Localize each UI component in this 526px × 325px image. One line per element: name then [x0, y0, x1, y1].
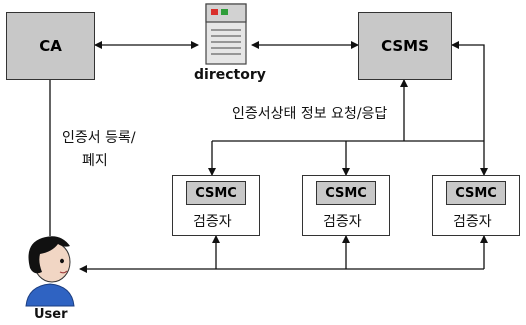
- edge-csms-validator3: [451, 41, 488, 176]
- cert-register-label-line1: 인증서 등록/: [62, 130, 136, 146]
- user-label: User: [34, 307, 68, 322]
- directory-label: directory: [194, 67, 266, 83]
- server-green-led: [221, 9, 228, 15]
- ca-node: CA: [6, 12, 95, 80]
- csmc-module-2: CSMC: [316, 181, 376, 205]
- ca-label: CA: [39, 37, 62, 55]
- validator-node-2: CSMC 검증자: [302, 175, 390, 236]
- csmc-module-1: CSMC: [186, 181, 246, 205]
- server-icon: [205, 3, 247, 65]
- csmc-label-2: CSMC: [325, 185, 367, 201]
- validator-label-3: 검증자: [453, 214, 492, 230]
- validator-label-2: 검증자: [323, 214, 362, 230]
- validator-label-1: 검증자: [193, 214, 232, 230]
- csmc-module-3: CSMC: [446, 181, 506, 205]
- user-icon: [25, 236, 75, 307]
- validator-node-3: CSMC 검증자: [432, 175, 520, 236]
- csms-label: CSMS: [381, 37, 429, 55]
- csmc-label-1: CSMC: [195, 185, 237, 201]
- csms-node: CSMS: [358, 12, 452, 80]
- csmc-label-3: CSMC: [455, 185, 497, 201]
- cert-register-label-line2: 폐지: [82, 153, 108, 169]
- status-request-label: 인증서상태 정보 요청/응답: [232, 106, 388, 122]
- validator-node-1: CSMC 검증자: [172, 175, 260, 236]
- server-red-led: [211, 9, 218, 15]
